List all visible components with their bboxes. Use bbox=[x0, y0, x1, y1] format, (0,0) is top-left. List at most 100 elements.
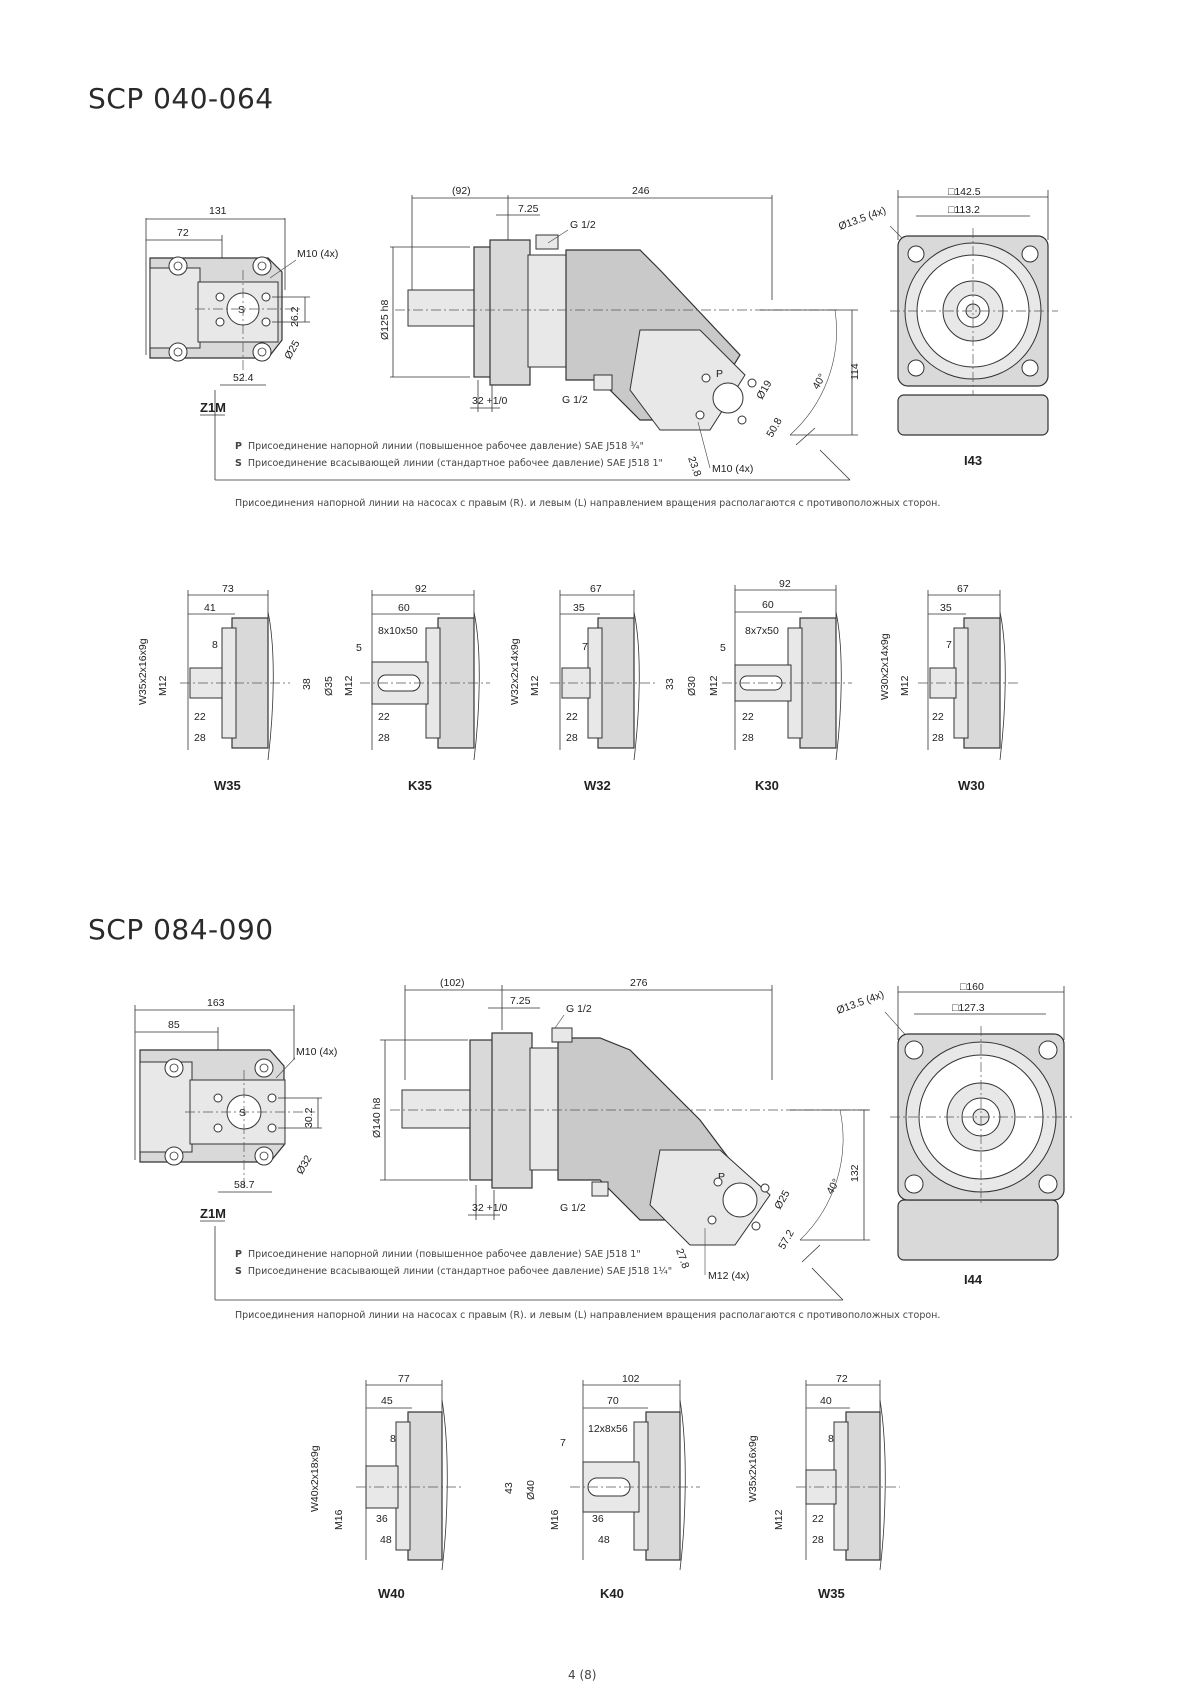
svg-text:22: 22 bbox=[932, 711, 944, 723]
svg-text:92: 92 bbox=[415, 583, 427, 595]
svg-text:M12: M12 bbox=[343, 675, 355, 696]
page-number: 4 (8) bbox=[568, 1668, 597, 1682]
svg-text:M12 (4x): M12 (4x) bbox=[708, 1270, 749, 1282]
svg-text:M16: M16 bbox=[549, 1509, 561, 1530]
svg-text:I44: I44 bbox=[964, 1272, 983, 1287]
svg-text:32 +1/0: 32 +1/0 bbox=[472, 395, 507, 407]
svg-text:M10 (4x): M10 (4x) bbox=[712, 463, 753, 475]
svg-text:163: 163 bbox=[207, 997, 225, 1009]
svg-text:Ø125 h8: Ø125 h8 bbox=[379, 300, 391, 340]
svg-text:8: 8 bbox=[828, 1433, 834, 1445]
port-view-2: 163 85 S M10 (4x) 30.2 Ø32 58.7 Z1M bbox=[134, 997, 337, 1222]
svg-text:□160: □160 bbox=[960, 981, 984, 993]
svg-text:57.2: 57.2 bbox=[776, 1228, 797, 1252]
svg-text:G 1/2: G 1/2 bbox=[566, 1003, 592, 1015]
svg-text:W35x2x16x9g: W35x2x16x9g bbox=[747, 1435, 759, 1502]
port-view-1: 131 72 S M10 (4x) 26.2 Ø25 52.4 Z1M bbox=[145, 205, 338, 416]
svg-text:W35: W35 bbox=[818, 1586, 845, 1601]
legend-p-2: P Присоединение напорной линии (повышенн… bbox=[235, 1249, 641, 1260]
legend-s-2: S Присоединение всасывающей линии (станд… bbox=[235, 1266, 673, 1277]
svg-text:58.7: 58.7 bbox=[234, 1179, 255, 1191]
svg-text:Ø25: Ø25 bbox=[282, 338, 302, 361]
svg-text:K35: K35 bbox=[408, 778, 432, 793]
svg-text:Ø19: Ø19 bbox=[754, 378, 774, 401]
svg-text:8: 8 bbox=[212, 639, 218, 651]
legend-s-1: S Присоединение всасывающей линии (станд… bbox=[235, 458, 663, 469]
svg-text:M12: M12 bbox=[157, 675, 169, 696]
svg-text:W40: W40 bbox=[378, 1586, 405, 1601]
svg-text:77: 77 bbox=[398, 1373, 410, 1385]
svg-text:35: 35 bbox=[573, 602, 585, 614]
svg-text:W30: W30 bbox=[958, 778, 985, 793]
svg-text:Ø13.5 (4x): Ø13.5 (4x) bbox=[835, 989, 886, 1017]
svg-text:Ø32: Ø32 bbox=[294, 1153, 314, 1176]
svg-text:7.25: 7.25 bbox=[510, 995, 531, 1007]
svg-text:28: 28 bbox=[742, 732, 754, 744]
shaft-k40-2: 102 70 12x8x56 7 43 Ø40 M16 36 48 K40 bbox=[503, 1373, 700, 1601]
svg-text:7.25: 7.25 bbox=[518, 203, 539, 215]
svg-text:□127.3: □127.3 bbox=[952, 1002, 985, 1014]
svg-text:92: 92 bbox=[779, 578, 791, 590]
svg-text:22: 22 bbox=[194, 711, 206, 723]
svg-text:7: 7 bbox=[582, 641, 588, 653]
svg-text:5: 5 bbox=[720, 642, 726, 654]
shaft-k30-1: 92 60 8x7x50 5 33 Ø30 M12 22 28 K30 bbox=[664, 578, 852, 793]
svg-text:48: 48 bbox=[380, 1534, 392, 1546]
svg-text:28: 28 bbox=[378, 732, 390, 744]
svg-text:Z1M: Z1M bbox=[200, 1206, 226, 1221]
svg-text:60: 60 bbox=[398, 602, 410, 614]
side-view-2: (102) 276 7.25 P G 1/2 G 1/2 Ø140 h8 32 … bbox=[214, 977, 870, 1301]
svg-text:72: 72 bbox=[177, 227, 189, 239]
svg-text:G 1/2: G 1/2 bbox=[570, 219, 596, 231]
svg-text:Ø35: Ø35 bbox=[323, 676, 335, 696]
legend-p-1: P Присоединение напорной линии (повышенн… bbox=[235, 441, 644, 452]
shaft-w35-1: 73 41 8 W35x2x16x9g M12 22 28 W35 bbox=[137, 583, 290, 793]
svg-text:72: 72 bbox=[836, 1373, 848, 1385]
svg-text:M16: M16 bbox=[333, 1509, 345, 1530]
svg-text:G 1/2: G 1/2 bbox=[560, 1202, 586, 1214]
svg-text:5: 5 bbox=[356, 642, 362, 654]
svg-text:W35: W35 bbox=[214, 778, 241, 793]
svg-text:W30x2x14x9g: W30x2x14x9g bbox=[879, 633, 891, 700]
svg-text:131: 131 bbox=[209, 205, 227, 217]
svg-text:M10 (4x): M10 (4x) bbox=[296, 1046, 337, 1058]
svg-text:41: 41 bbox=[204, 602, 216, 614]
svg-text:Ø30: Ø30 bbox=[686, 676, 698, 696]
svg-text:32 +1/0: 32 +1/0 bbox=[472, 1202, 507, 1214]
svg-text:40°: 40° bbox=[810, 372, 828, 392]
svg-text:□142.5: □142.5 bbox=[948, 186, 981, 198]
svg-text:8x10x50: 8x10x50 bbox=[378, 625, 418, 637]
svg-text:67: 67 bbox=[590, 583, 602, 595]
svg-text:85: 85 bbox=[168, 1019, 180, 1031]
svg-text:50.8: 50.8 bbox=[764, 416, 785, 440]
shaft-k35-1: 92 60 8x10x50 5 38 Ø35 M12 22 28 K35 bbox=[301, 583, 490, 793]
svg-text:P: P bbox=[716, 368, 723, 380]
svg-text:22: 22 bbox=[378, 711, 390, 723]
shaft-w35-2: 72 40 8 W35x2x16x9g M12 22 28 W35 bbox=[747, 1373, 900, 1601]
svg-text:8x7x50: 8x7x50 bbox=[745, 625, 779, 637]
svg-text:S: S bbox=[239, 1107, 246, 1119]
shaft-w40-2: 77 45 8 W40x2x18x9g M16 36 48 W40 bbox=[309, 1373, 462, 1601]
svg-text:I43: I43 bbox=[964, 453, 982, 468]
svg-text:33: 33 bbox=[664, 678, 676, 690]
rotation-note-1: Присоединения напорной линии на насосах … bbox=[235, 498, 941, 509]
side-view-1: (102) (92) 246 7.25 P G 1/2 G 1/2 Ø125 h… bbox=[214, 185, 861, 481]
svg-text:Z1M: Z1M bbox=[200, 400, 226, 415]
svg-text:M10 (4x): M10 (4x) bbox=[297, 248, 338, 260]
svg-text:52.4: 52.4 bbox=[233, 372, 254, 384]
svg-text:M12: M12 bbox=[708, 675, 720, 696]
svg-text:K30: K30 bbox=[755, 778, 779, 793]
svg-text:G 1/2: G 1/2 bbox=[562, 394, 588, 406]
svg-text:Ø13.5 (4x): Ø13.5 (4x) bbox=[837, 205, 888, 233]
svg-text:□113.2: □113.2 bbox=[948, 204, 980, 216]
svg-text:67: 67 bbox=[957, 583, 969, 595]
svg-text:8: 8 bbox=[390, 1433, 396, 1445]
svg-text:73: 73 bbox=[222, 583, 234, 595]
svg-text:22: 22 bbox=[566, 711, 578, 723]
svg-text:Ø40: Ø40 bbox=[525, 1480, 537, 1500]
flange-view-2: □160 □127.3 Ø13.5 (4x) I44 bbox=[835, 981, 1072, 1287]
svg-text:276: 276 bbox=[630, 977, 648, 989]
svg-text:28: 28 bbox=[566, 732, 578, 744]
svg-text:M12: M12 bbox=[773, 1509, 785, 1530]
